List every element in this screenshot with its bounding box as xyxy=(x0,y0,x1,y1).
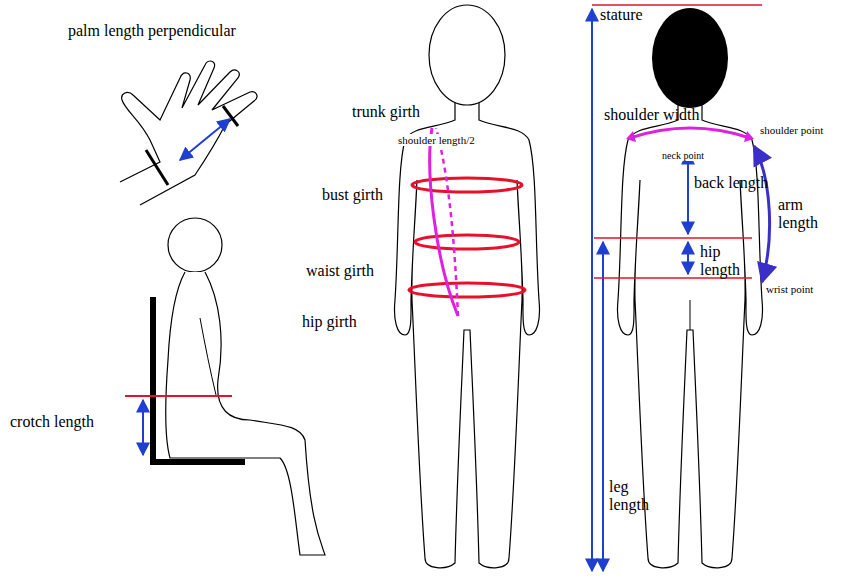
back-figure xyxy=(592,5,770,571)
measure-label: palm length perpendicular xyxy=(68,22,236,40)
point-label: shoulder point xyxy=(760,124,823,136)
measure-label: waist girth xyxy=(306,262,374,280)
measure-label: stature xyxy=(600,6,643,24)
measure-label: crotch length xyxy=(10,413,94,431)
measure-label: shoulder length/2 xyxy=(398,134,475,146)
measure-label: hip girth xyxy=(302,313,357,331)
measure-label: hip length xyxy=(700,243,746,278)
measure-label: arm length xyxy=(778,196,830,231)
measure-label: leg length xyxy=(609,478,655,513)
sitting-figure xyxy=(125,218,325,555)
measure-label: trunk girth xyxy=(352,103,420,121)
point-label: wrist point xyxy=(766,283,813,295)
point-label: neck point xyxy=(662,150,704,161)
measure-label: bust girth xyxy=(322,186,383,204)
measure-label: shoulder width xyxy=(604,106,700,124)
measure-label: back length xyxy=(694,174,768,192)
front-figure xyxy=(394,5,539,568)
hand xyxy=(120,61,257,205)
